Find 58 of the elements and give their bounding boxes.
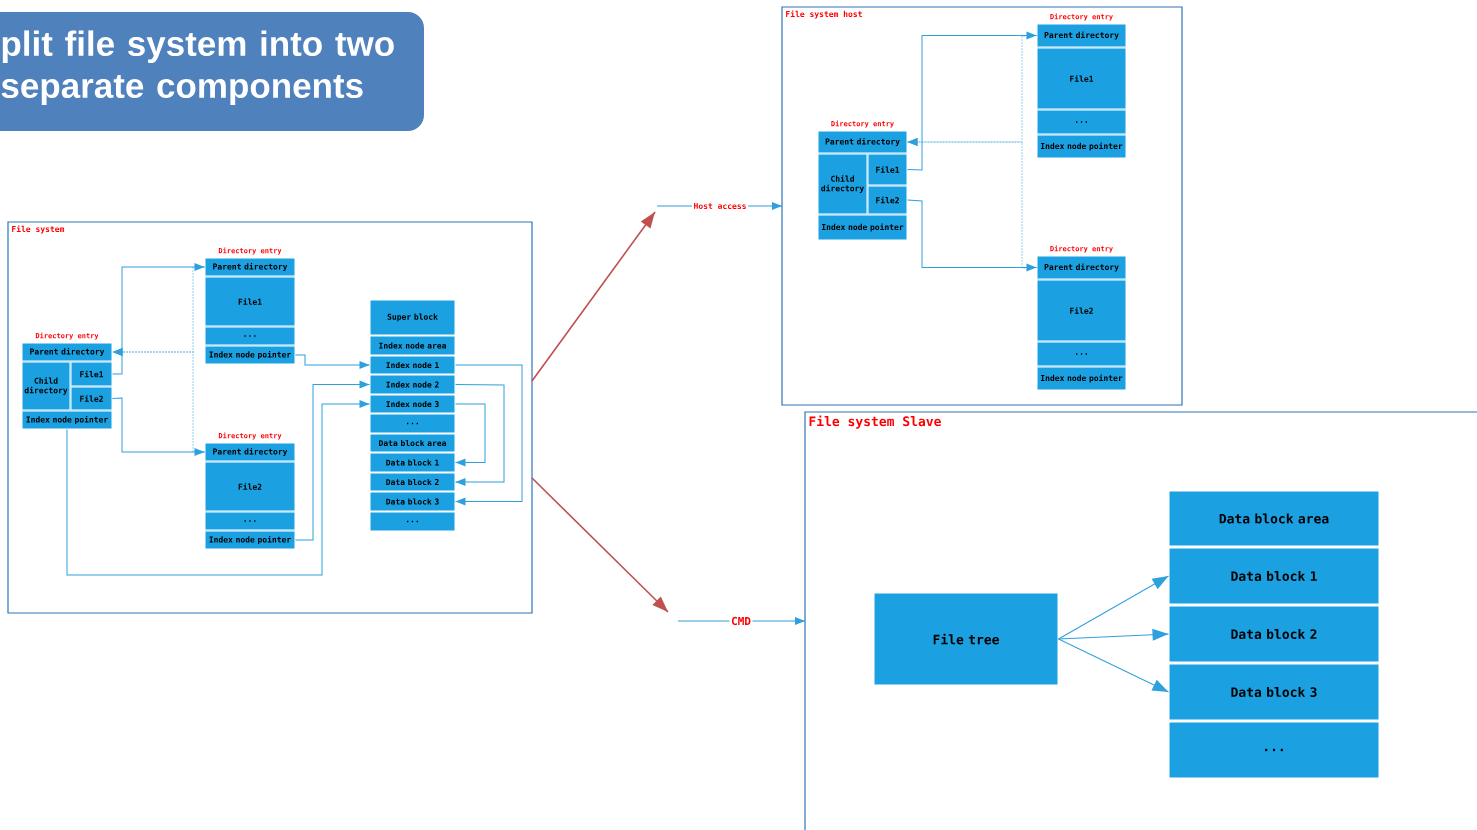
table-cell: Index node pointer bbox=[817, 214, 908, 241]
arrow bbox=[112, 348, 205, 453]
table-cell: Data block 3 bbox=[369, 491, 456, 512]
arrow bbox=[112, 397, 205, 456]
table-cell: Index node pointer bbox=[1036, 366, 1127, 391]
table-cell: ... bbox=[1168, 721, 1380, 779]
table-cell: Index node pointer bbox=[21, 410, 113, 430]
arrow bbox=[531, 477, 669, 613]
table-cell: ... bbox=[1036, 341, 1127, 367]
arrow bbox=[66, 400, 370, 576]
arrow bbox=[907, 31, 1037, 171]
table-cell: Parent directory bbox=[817, 130, 908, 154]
arrow bbox=[677, 617, 806, 625]
table-cell: Parent directory bbox=[204, 257, 296, 277]
table-cell: Data block 2 bbox=[369, 472, 456, 492]
table-cell: ... bbox=[369, 413, 456, 434]
arrow bbox=[295, 354, 370, 369]
arrow bbox=[455, 364, 523, 506]
arrow bbox=[1058, 575, 1169, 640]
table-cell: Parent directory bbox=[1036, 255, 1127, 280]
table-cell: File1 bbox=[70, 361, 113, 387]
table-cell: Data block 3 bbox=[1168, 663, 1380, 721]
table-cell: Parent directory bbox=[204, 442, 296, 462]
arrow bbox=[455, 384, 505, 486]
arrow bbox=[1058, 638, 1169, 693]
title-banner: plit file system into two separate components bbox=[0, 12, 424, 131]
table-cell: Parent directory bbox=[21, 342, 113, 362]
table-cell: Parent directory bbox=[1036, 23, 1127, 48]
table-cell: ... bbox=[204, 511, 296, 531]
arrow bbox=[112, 263, 205, 375]
table-cell: File2 bbox=[867, 185, 908, 215]
table-cell: Index node 2 bbox=[369, 374, 456, 395]
arrow bbox=[907, 199, 1037, 272]
arrow bbox=[295, 380, 370, 541]
table-cell: Index node 3 bbox=[369, 394, 456, 414]
arrow bbox=[1058, 628, 1169, 641]
table-cell: Index node pointer bbox=[204, 530, 296, 550]
arrow bbox=[455, 403, 486, 467]
table-cell: Data block area bbox=[1168, 490, 1380, 547]
table-cell: Index node area bbox=[369, 335, 456, 356]
table-cell: Data block 1 bbox=[1168, 547, 1380, 605]
table-cell: File1 bbox=[867, 153, 908, 186]
arrow bbox=[907, 138, 1037, 269]
table-cell: Data block area bbox=[369, 433, 456, 453]
table-cell: ... bbox=[204, 326, 296, 346]
table-cell: Index node pointer bbox=[1036, 134, 1127, 159]
arrow bbox=[531, 211, 656, 382]
table-cell: File tree bbox=[873, 592, 1059, 686]
table-cell: ... bbox=[369, 511, 456, 532]
table-cell: Index node pointer bbox=[204, 345, 296, 365]
table-cell: Super block bbox=[369, 299, 456, 336]
table-cell: ... bbox=[1036, 109, 1127, 135]
table-cell: Data block 2 bbox=[1168, 605, 1380, 663]
edge-label: Host access bbox=[691, 201, 749, 211]
table-cell: File2 bbox=[70, 386, 113, 411]
edge-label: CMD bbox=[729, 615, 753, 627]
table-cell: Index node 1 bbox=[369, 355, 456, 375]
table-cell: Data block 1 bbox=[369, 452, 456, 473]
